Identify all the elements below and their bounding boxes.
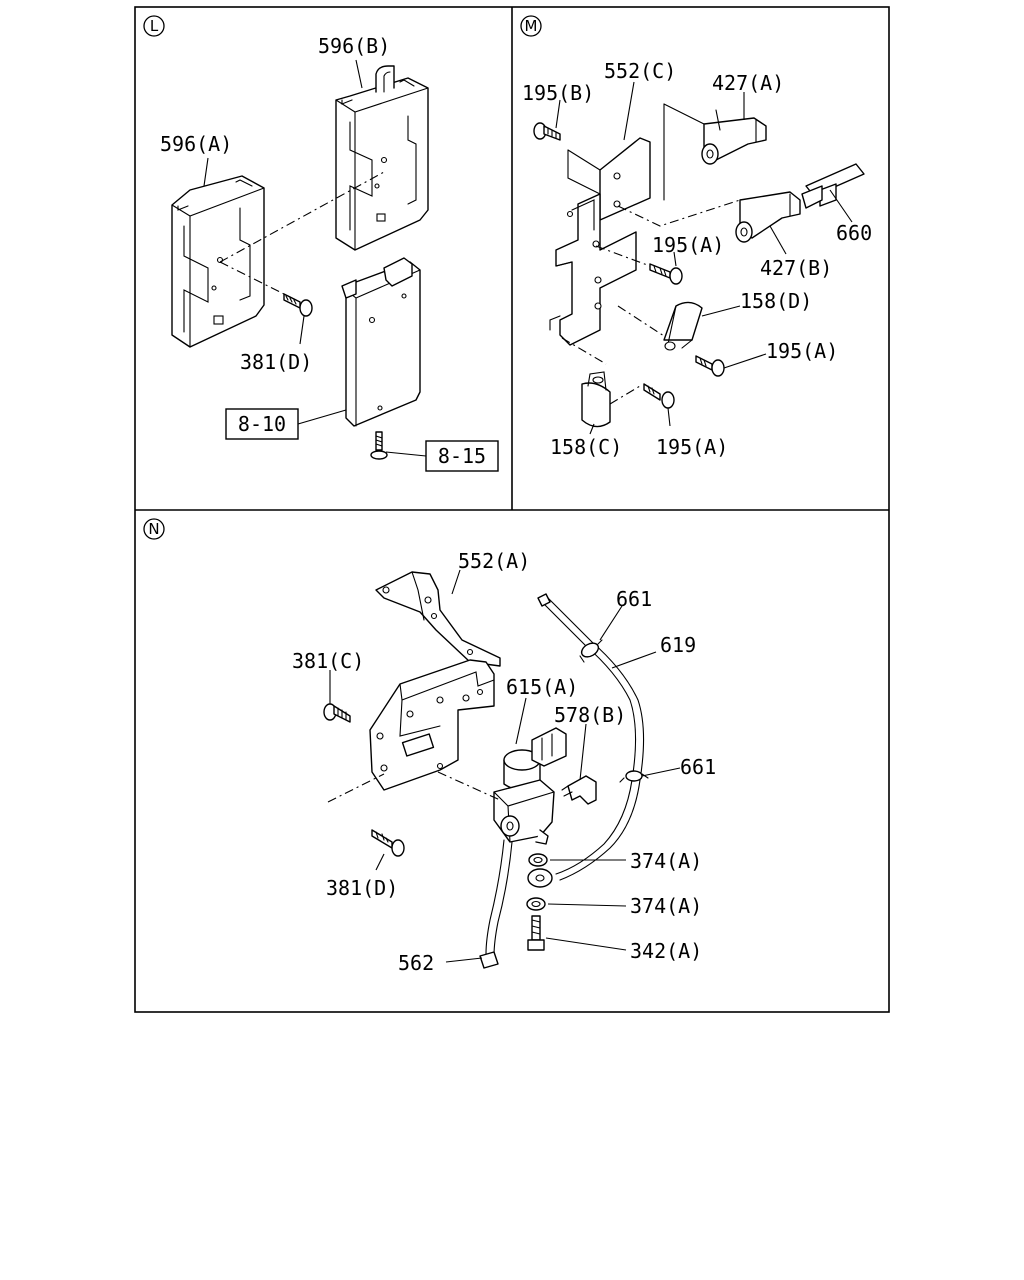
bolt-195b: [533, 122, 561, 141]
label-619: 619: [660, 633, 696, 657]
clamp-661-lower: [619, 770, 649, 783]
ref-box-8-10: [225, 408, 299, 440]
label-596a: 596(A): [160, 132, 232, 156]
label-661-upper: 661: [616, 587, 652, 611]
pipe-660: [801, 163, 865, 209]
ref-8-15: 8-15: [438, 444, 486, 468]
section-m: M: [520, 15, 872, 459]
label-195a-upper: 195(A): [652, 233, 724, 257]
label-562: 562: [398, 951, 434, 975]
label-661-lower: 661: [680, 755, 716, 779]
diagram-frames: [134, 6, 890, 1013]
elbow-578b: [561, 775, 597, 805]
hose-427b: [735, 191, 801, 243]
label-374a-upper: 374(A): [630, 849, 702, 873]
screw-8-15: [370, 431, 388, 460]
label-195a-middle: 195(A): [766, 339, 838, 363]
bolt-381d-l: [283, 293, 313, 317]
clip-158c: [581, 371, 611, 428]
bolt-381d-n: [371, 829, 405, 857]
label-158d: 158(D): [740, 289, 812, 313]
label-427a: 427(A): [712, 71, 784, 95]
clamp-661-upper: [579, 639, 603, 663]
label-660: 660: [836, 221, 872, 245]
label-381d-n: 381(D): [326, 876, 398, 900]
section-m-marker: [520, 15, 542, 37]
label-615a: 615(A): [506, 675, 578, 699]
label-374a-lower: 374(A): [630, 894, 702, 918]
label-552c: 552(C): [604, 59, 676, 83]
label-578b: 578(B): [554, 703, 626, 727]
washer-374a-lower: [526, 897, 546, 911]
section-n-marker: [143, 518, 165, 540]
bolt-381c: [323, 703, 351, 723]
solenoid-615a: [493, 727, 567, 845]
section-l: L: [143, 15, 499, 472]
hose-562: [479, 839, 513, 969]
label-427b: 427(B): [760, 256, 832, 280]
label-381c: 381(C): [292, 649, 364, 673]
washer-374a-upper: [528, 853, 548, 867]
bracket-552c: [549, 137, 651, 346]
ref-8-10: 8-10: [238, 412, 286, 436]
label-195b: 195(B): [522, 81, 594, 105]
section-l-marker: [143, 15, 165, 37]
bolt-195a-lower: [643, 383, 675, 409]
label-381d-l: 381(D): [240, 350, 312, 374]
bracket-596b: [335, 65, 429, 251]
clip-158d: [663, 301, 703, 351]
section-n-id: N: [148, 520, 159, 538]
label-596b: 596(B): [318, 34, 390, 58]
section-m-id: M: [525, 17, 538, 35]
label-342a: 342(A): [630, 939, 702, 963]
bracket-596a: [171, 175, 265, 348]
label-195a-lower: 195(A): [656, 435, 728, 459]
ref-box-8-15: [425, 440, 499, 472]
control-unit-plate: [341, 257, 421, 427]
bolt-195a-middle: [695, 355, 725, 377]
section-l-id: L: [150, 17, 159, 35]
label-552a: 552(A): [458, 549, 530, 573]
hose-427a: [701, 109, 767, 165]
bolt-195a-upper: [649, 263, 683, 285]
bracket-552a: [369, 571, 501, 791]
bolt-342a: [527, 915, 545, 951]
label-158c: 158(C): [550, 435, 622, 459]
section-n: N: [143, 518, 716, 975]
